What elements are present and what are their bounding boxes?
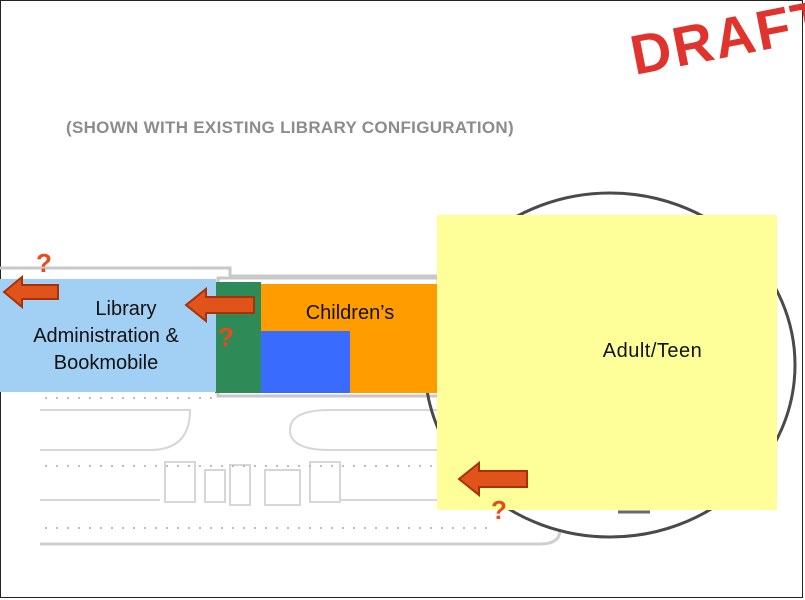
subtitle: (SHOWN WITH EXISTING LIBRARY CONFIGURATI…	[66, 118, 514, 137]
zone-library-admin-label: Library Administration & Bookmobile	[6, 296, 206, 377]
question-mark: ?	[218, 322, 234, 352]
left-arrow-icon	[184, 286, 255, 324]
zone-adult-teen	[437, 215, 777, 510]
zone-childrens-blue-block	[260, 331, 350, 393]
question-mark: ?	[491, 495, 507, 525]
admin-label-line-1: Library	[95, 298, 157, 320]
admin-label-line-3: Bookmobile	[53, 352, 159, 374]
question-mark: ?	[36, 248, 52, 278]
zone-childrens-label: Children’s	[305, 302, 395, 324]
left-arrow-icon	[457, 460, 528, 498]
admin-label-line-2: Administration &	[33, 325, 179, 347]
zone-adult-teen-label: Adult/Teen	[602, 340, 703, 362]
left-arrow-icon	[2, 274, 59, 310]
